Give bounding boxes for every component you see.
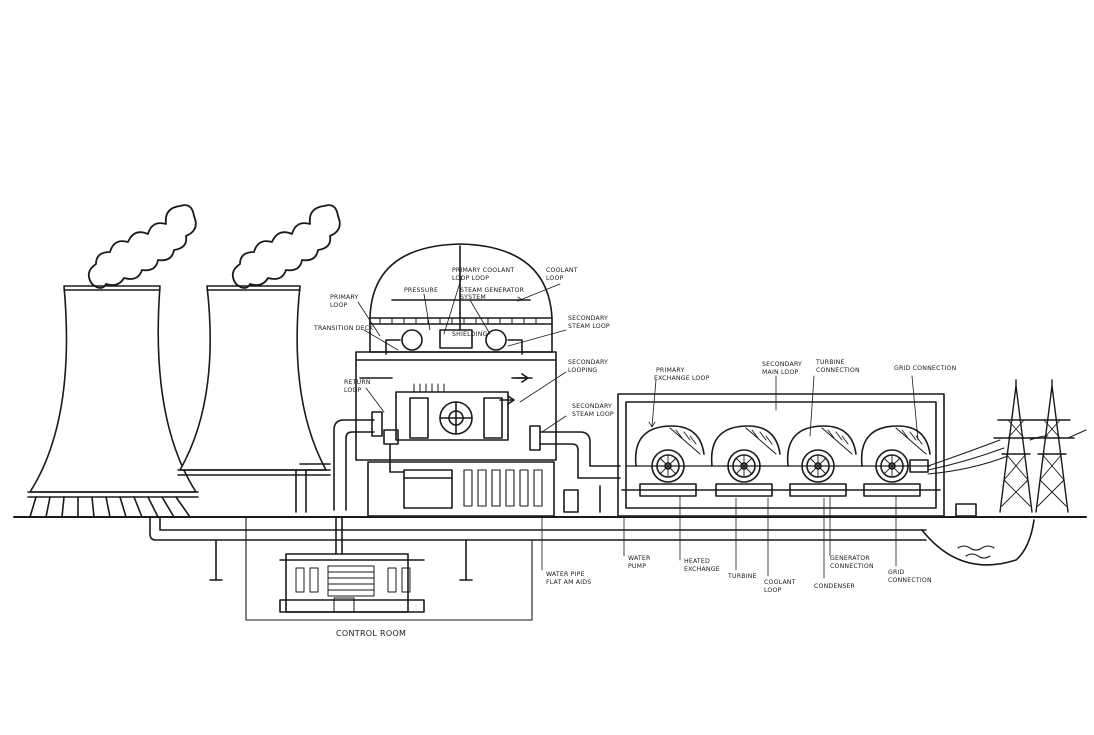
label-steam-gen-3: SHIELDING xyxy=(452,331,488,338)
labels-layer: PRIMARY COOLANT LOOP LOOP COOLANT LOOP P… xyxy=(313,267,957,638)
label-transition-deck: TRANSITION DECK xyxy=(313,325,374,332)
label-turbine-connection-2: CONNECTION xyxy=(816,367,860,374)
label-secondary-main-2: MAIN LOOP xyxy=(762,369,799,376)
turbine-hall xyxy=(617,393,945,517)
primary-piping xyxy=(295,411,621,513)
label-primary-exchange-2: EXCHANGE LOOP xyxy=(654,375,710,382)
reactor-upper-deck xyxy=(369,317,553,355)
label-return-loop-1: RETURN xyxy=(344,379,371,386)
label-coolant-loop-tr-1: COOLANT xyxy=(546,267,578,274)
label-generator-connection-2: CONNECTION xyxy=(830,563,874,570)
underground-piping xyxy=(149,516,927,621)
label-pressure-vessel: PRESSURE xyxy=(404,287,438,294)
label-primary-coolant-2: LOOP LOOP xyxy=(452,275,489,282)
label-grid-connection-low-1: GRID xyxy=(888,569,905,576)
transmission-tower-1 xyxy=(993,379,1039,513)
cooling-tower-2 xyxy=(177,285,331,476)
label-grid-connection-top: GRID CONNECTION xyxy=(894,365,957,372)
label-turbine: TURBINE xyxy=(727,573,757,580)
label-water-pipe-1: WATER PIPE xyxy=(546,571,585,578)
label-secondary-steam-low-2: STEAM LOOP xyxy=(572,411,614,418)
label-secondary-steam-low-1: SECONDARY xyxy=(572,403,612,410)
label-coolant-low-2: LOOP xyxy=(764,587,782,594)
label-coolant-low-1: COOLANT xyxy=(764,579,796,586)
label-primary-loop-1: PRIMARY xyxy=(330,294,359,301)
reactor-main-building xyxy=(355,351,557,461)
label-heated-exchange-1: HEATED xyxy=(684,558,710,565)
steam-plume-1 xyxy=(87,204,197,289)
label-secondary-main-1: SECONDARY xyxy=(762,361,802,368)
turbine-unit-3 xyxy=(786,425,857,497)
turbine-unit-2 xyxy=(710,425,781,497)
label-primary-loop-2: LOOP xyxy=(330,302,348,309)
equipment-hall xyxy=(367,461,579,517)
cooling-tower-1 xyxy=(27,285,199,518)
label-heated-exchange-2: EXCHANGE xyxy=(684,566,720,573)
label-steam-gen-2: SYSTEM xyxy=(460,294,486,301)
containment-dome xyxy=(369,243,553,331)
label-secondary-steam-top-2: STEAM LOOP xyxy=(568,323,610,330)
label-water-pipe-2: FLAT AM AIDS xyxy=(546,579,591,586)
label-primary-coolant-1: PRIMARY COOLANT xyxy=(452,267,514,274)
label-secondary-mid-1: SECONDARY xyxy=(568,359,608,366)
label-generator-connection-1: GENERATOR xyxy=(830,555,870,562)
label-secondary-steam-top-1: SECONDARY xyxy=(568,315,608,322)
label-steam-gen-1: STEAM GENERATOR xyxy=(460,287,525,294)
transmission-tower-2 xyxy=(1029,379,1075,513)
steam-plume-2 xyxy=(231,204,341,289)
transmission-lines xyxy=(927,429,1087,475)
leader-lines xyxy=(357,275,919,579)
label-return-loop-2: LOOP xyxy=(344,387,362,394)
label-water-pump-2: PUMP xyxy=(628,563,646,570)
label-coolant-loop-tr-2: LOOP xyxy=(546,275,564,282)
label-primary-exchange-1: PRIMARY xyxy=(656,367,685,374)
label-turbine-connection-1: TURBINE xyxy=(815,359,845,366)
label-condenser: CONDENSER xyxy=(814,583,856,590)
water-basin xyxy=(921,519,1035,566)
label-control-room: CONTROL ROOM xyxy=(336,629,406,638)
control-room-building xyxy=(279,553,425,613)
turbine-unit-4 xyxy=(860,425,931,497)
label-grid-connection-low-2: CONNECTION xyxy=(888,577,932,584)
label-secondary-mid-2: LOOPING xyxy=(568,367,597,374)
label-water-pump-1: WATER xyxy=(628,555,651,562)
turbine-unit-1 xyxy=(634,425,705,497)
substation-box xyxy=(955,503,977,517)
